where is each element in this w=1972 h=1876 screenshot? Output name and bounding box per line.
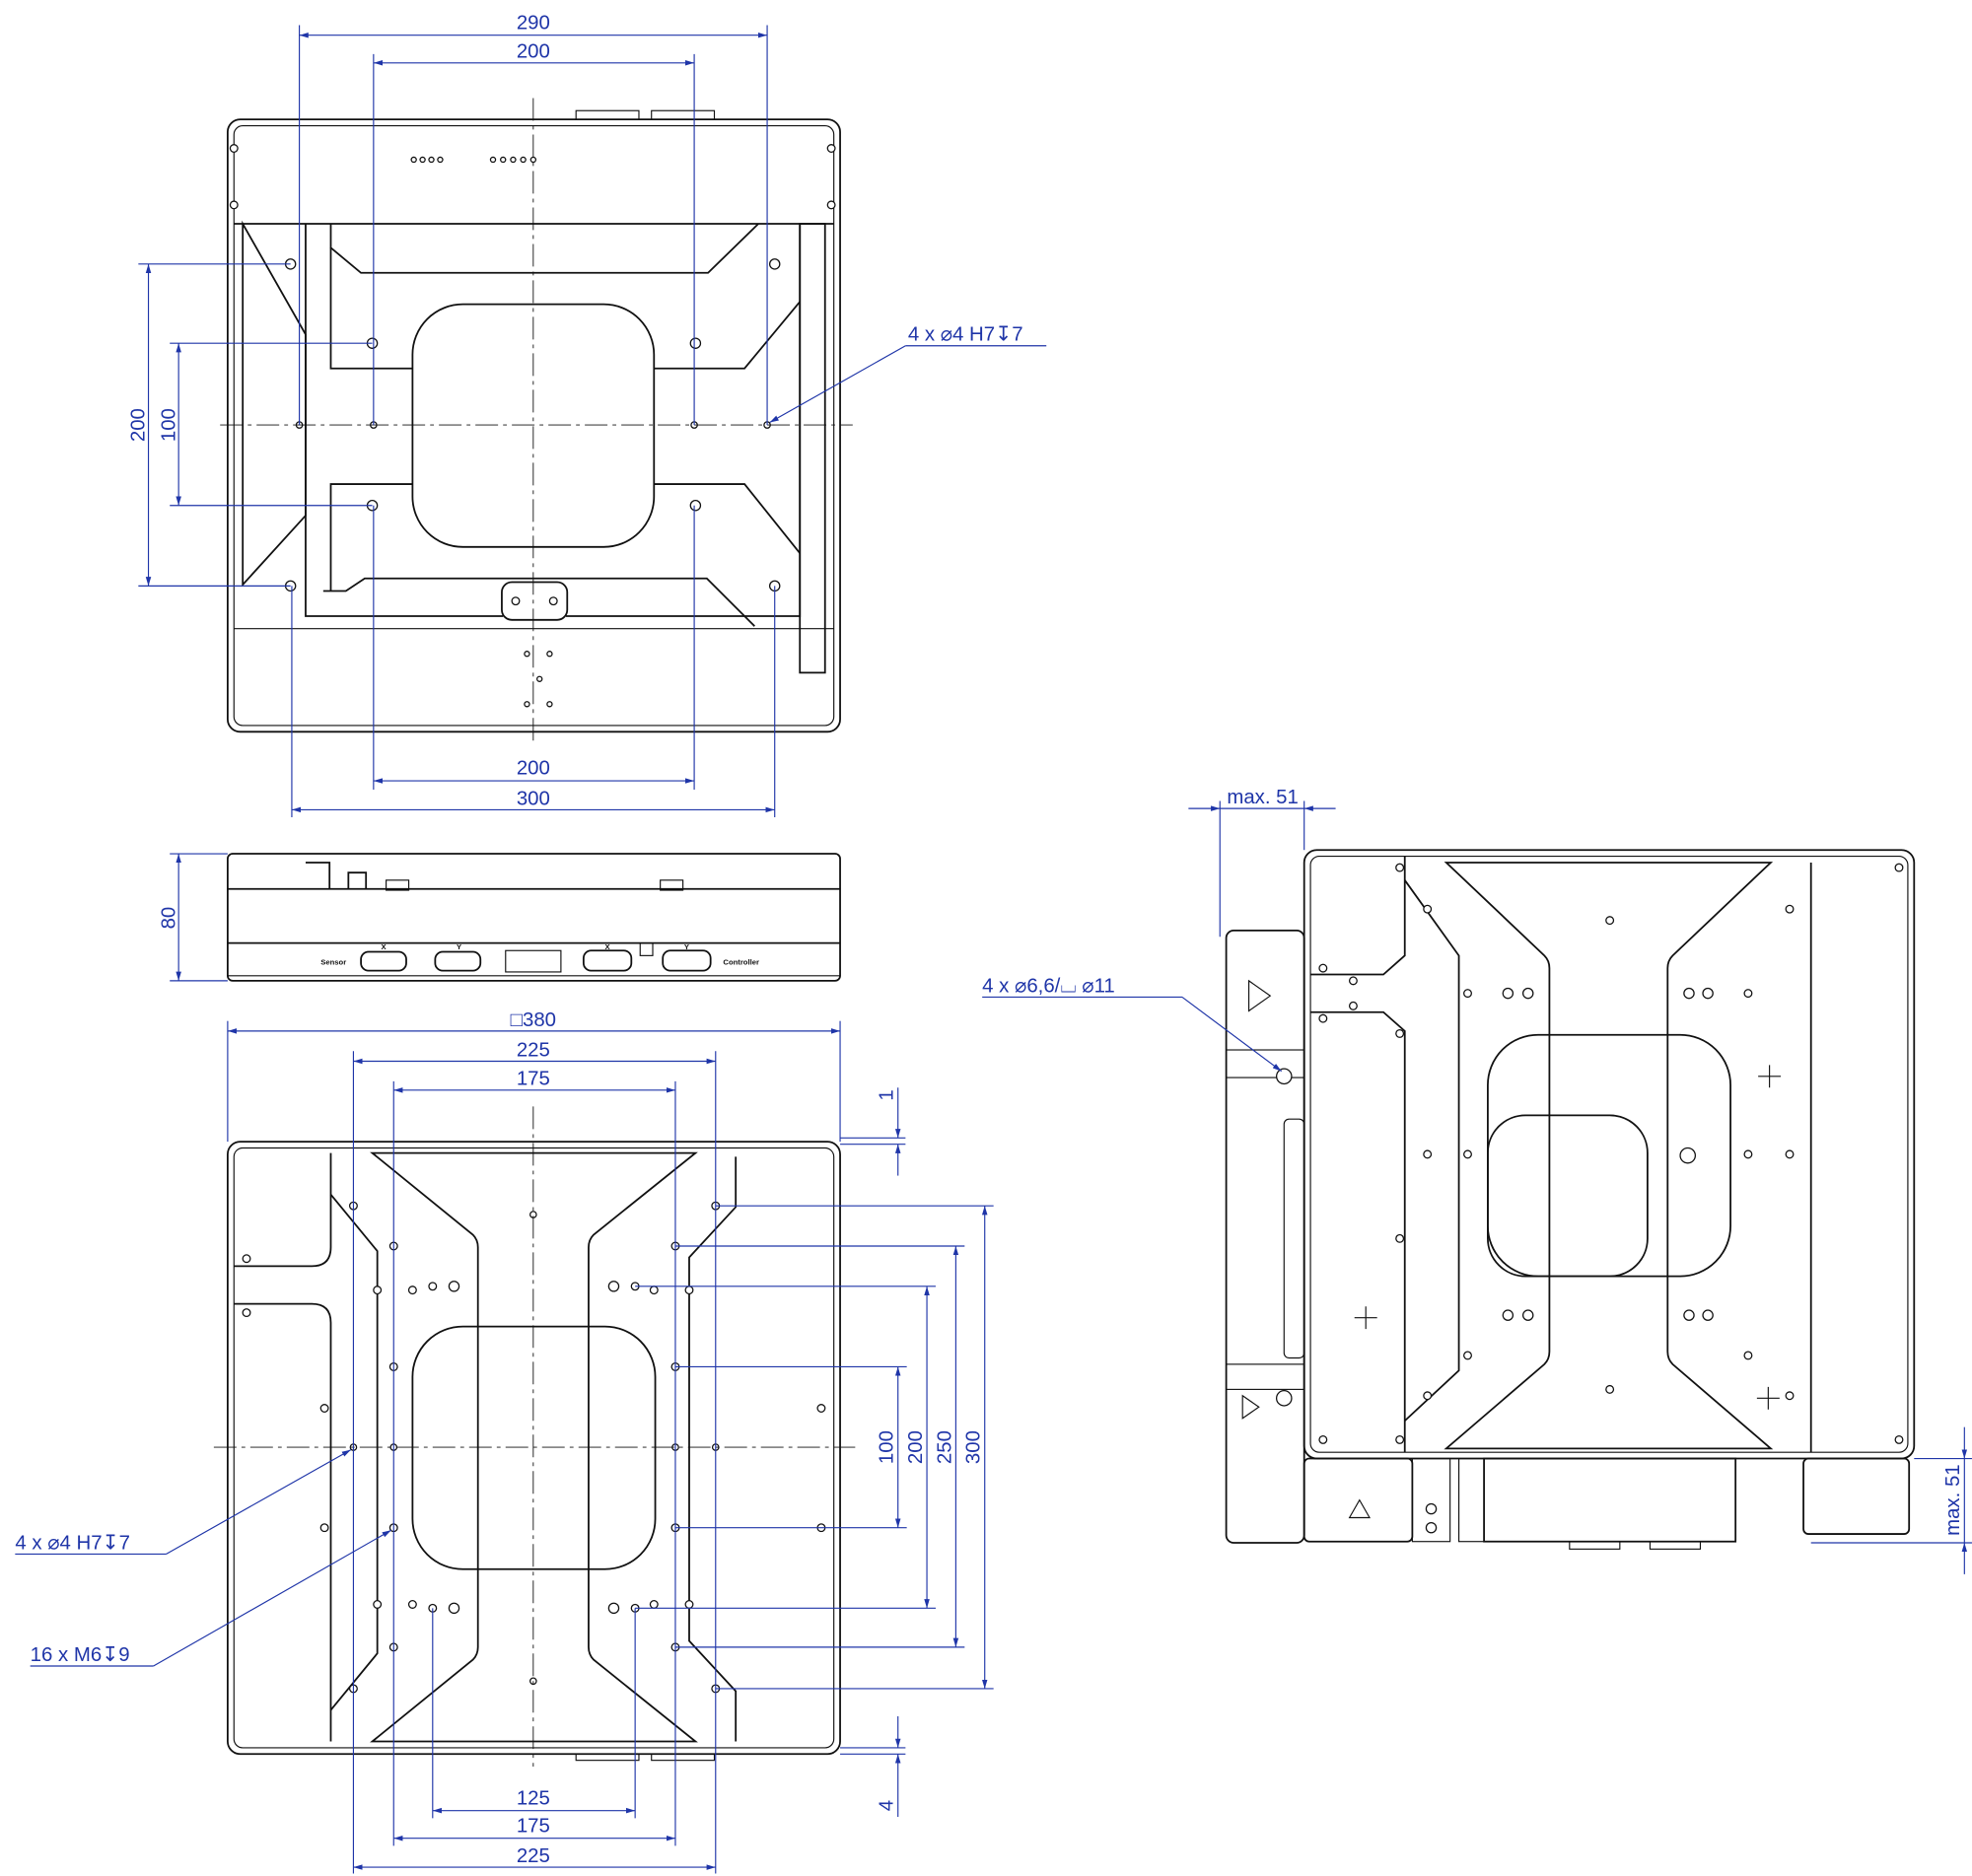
top-dimensions: 290 200 200 300 200 100 4 x ⌀4 H7↧7	[128, 12, 1047, 818]
dim-300-bottom: 300	[517, 788, 550, 809]
dim-200-left: 200	[128, 408, 150, 442]
callout-bottom-pins: 4 x ⌀4 H7↧7	[15, 1532, 130, 1554]
dim-4-offset: 4	[877, 1800, 898, 1811]
dim-175-top: 175	[517, 1069, 550, 1090]
bottom-dimensions: □380 225 175 1 100 200 250 300 4 125 175…	[15, 1009, 994, 1874]
dim-250: 250	[934, 1430, 955, 1464]
callout-counterbore: 4 x ⌀6,6/⌴ ⌀11	[982, 975, 1115, 997]
dim-380-square: □380	[511, 1009, 556, 1031]
dim-1-offset: 1	[877, 1089, 898, 1100]
dim-225-top: 225	[517, 1039, 550, 1061]
dim-max-51-left: max. 51	[1227, 787, 1299, 808]
side-view: Sensor X Y X Y Controller 80	[158, 853, 841, 982]
dim-200-bottom: 200	[517, 758, 550, 780]
right-holes	[1318, 863, 1904, 1534]
label-controller: Controller	[723, 957, 759, 966]
dim-100: 100	[877, 1430, 898, 1464]
top-holes	[229, 144, 836, 708]
dim-300: 300	[963, 1430, 985, 1464]
top-view: 290 200 200 300 200 100 4 x ⌀4 H7↧7	[128, 12, 1047, 818]
dim-200-top: 200	[517, 41, 550, 63]
dim-200: 200	[905, 1430, 927, 1464]
label-controller-x: X	[605, 942, 611, 951]
dim-100-left: 100	[158, 408, 179, 442]
dim-80: 80	[158, 907, 179, 930]
bottom-view: □380 225 175 1 100 200 250 300 4 125 175…	[15, 1009, 994, 1874]
dim-175-bottom: 175	[517, 1815, 550, 1837]
right-dimensions: max. 51 4 x ⌀6,6/⌴ ⌀11 max. 51	[982, 787, 1972, 1574]
label-sensor-y: Y	[457, 942, 461, 951]
label-controller-y: Y	[684, 942, 689, 951]
callout-top-holes: 4 x ⌀4 H7↧7	[908, 324, 1023, 346]
dim-290: 290	[517, 12, 550, 34]
right-view: max. 51 4 x ⌀6,6/⌴ ⌀11 max. 51	[982, 787, 1972, 1574]
dim-125-bottom: 125	[517, 1787, 550, 1809]
dim-225-bottom: 225	[517, 1845, 550, 1867]
callout-bottom-threads: 16 x M6↧9	[31, 1644, 130, 1666]
dim-max-51-bottom: max. 51	[1942, 1464, 1964, 1536]
label-sensor: Sensor	[320, 957, 346, 966]
label-sensor-x: X	[381, 942, 387, 951]
